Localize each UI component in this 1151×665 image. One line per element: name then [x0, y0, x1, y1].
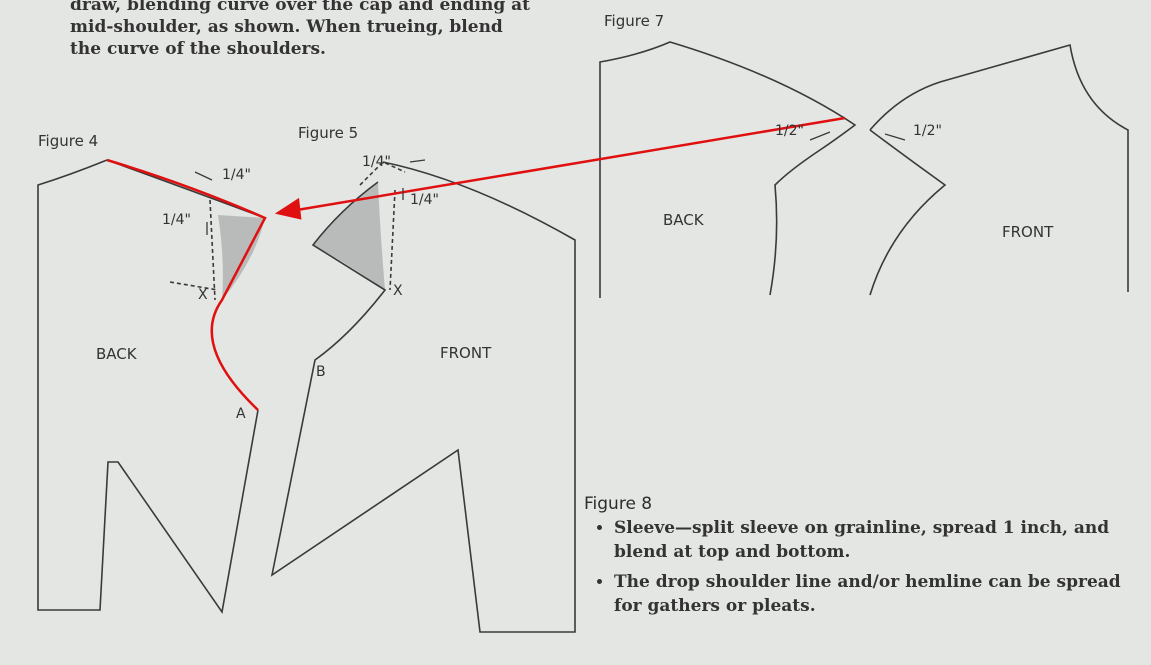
intro-line: the curve of the shoulders.	[70, 39, 326, 59]
figure-4-measure: 1/4"	[162, 212, 191, 228]
figure-8-bullet: Sleeve—split sleeve on grainline, spread…	[614, 516, 1144, 564]
figure-4-title: Figure 4	[38, 132, 99, 150]
figure-5-label-front: FRONT	[440, 344, 492, 362]
figure-5-front-pattern	[270, 161, 576, 633]
figure-7-title: Figure 7	[604, 12, 665, 30]
figure-8-title: Figure 8	[584, 494, 653, 514]
intro-paragraph: draw, blending curve over the cap and en…	[70, 0, 530, 60]
figure-4-mark-x: X	[198, 287, 208, 303]
figure-4-mark-a: A	[236, 406, 246, 422]
figure-4-measure: 1/4"	[222, 167, 251, 183]
intro-line: mid-shoulder, as shown. When trueing, bl…	[70, 17, 503, 37]
figure-7-label-front: FRONT	[1002, 223, 1054, 241]
figure-8-notes: Figure 8 Sleeve—split sleeve on grainlin…	[584, 494, 1144, 624]
figure-8-bullet: The drop shoulder line and/or hemline ca…	[614, 570, 1144, 618]
figure-5-mark-x: X	[393, 283, 403, 299]
figure-7-front-measure: 1/2"	[913, 123, 942, 139]
figure-7-back-measure: 1/2"	[775, 123, 804, 139]
figure-7-front-pattern	[869, 43, 1129, 296]
figure-4-label-back: BACK	[96, 345, 137, 363]
intro-line: draw, blending curve over the cap and en…	[70, 0, 531, 15]
figure-7-label-back: BACK	[663, 211, 704, 229]
figure-5-measure: 1/4"	[410, 192, 439, 208]
figure-5-measure: 1/4"	[362, 154, 391, 170]
measure-arrows	[194, 131, 906, 235]
figure-5-mark-b: B	[316, 364, 326, 380]
figure-4-back-pattern	[37, 159, 266, 615]
figure-7-back-pattern	[599, 41, 857, 298]
red-annotation	[106, 116, 846, 411]
figure-5-title: Figure 5	[298, 124, 359, 142]
